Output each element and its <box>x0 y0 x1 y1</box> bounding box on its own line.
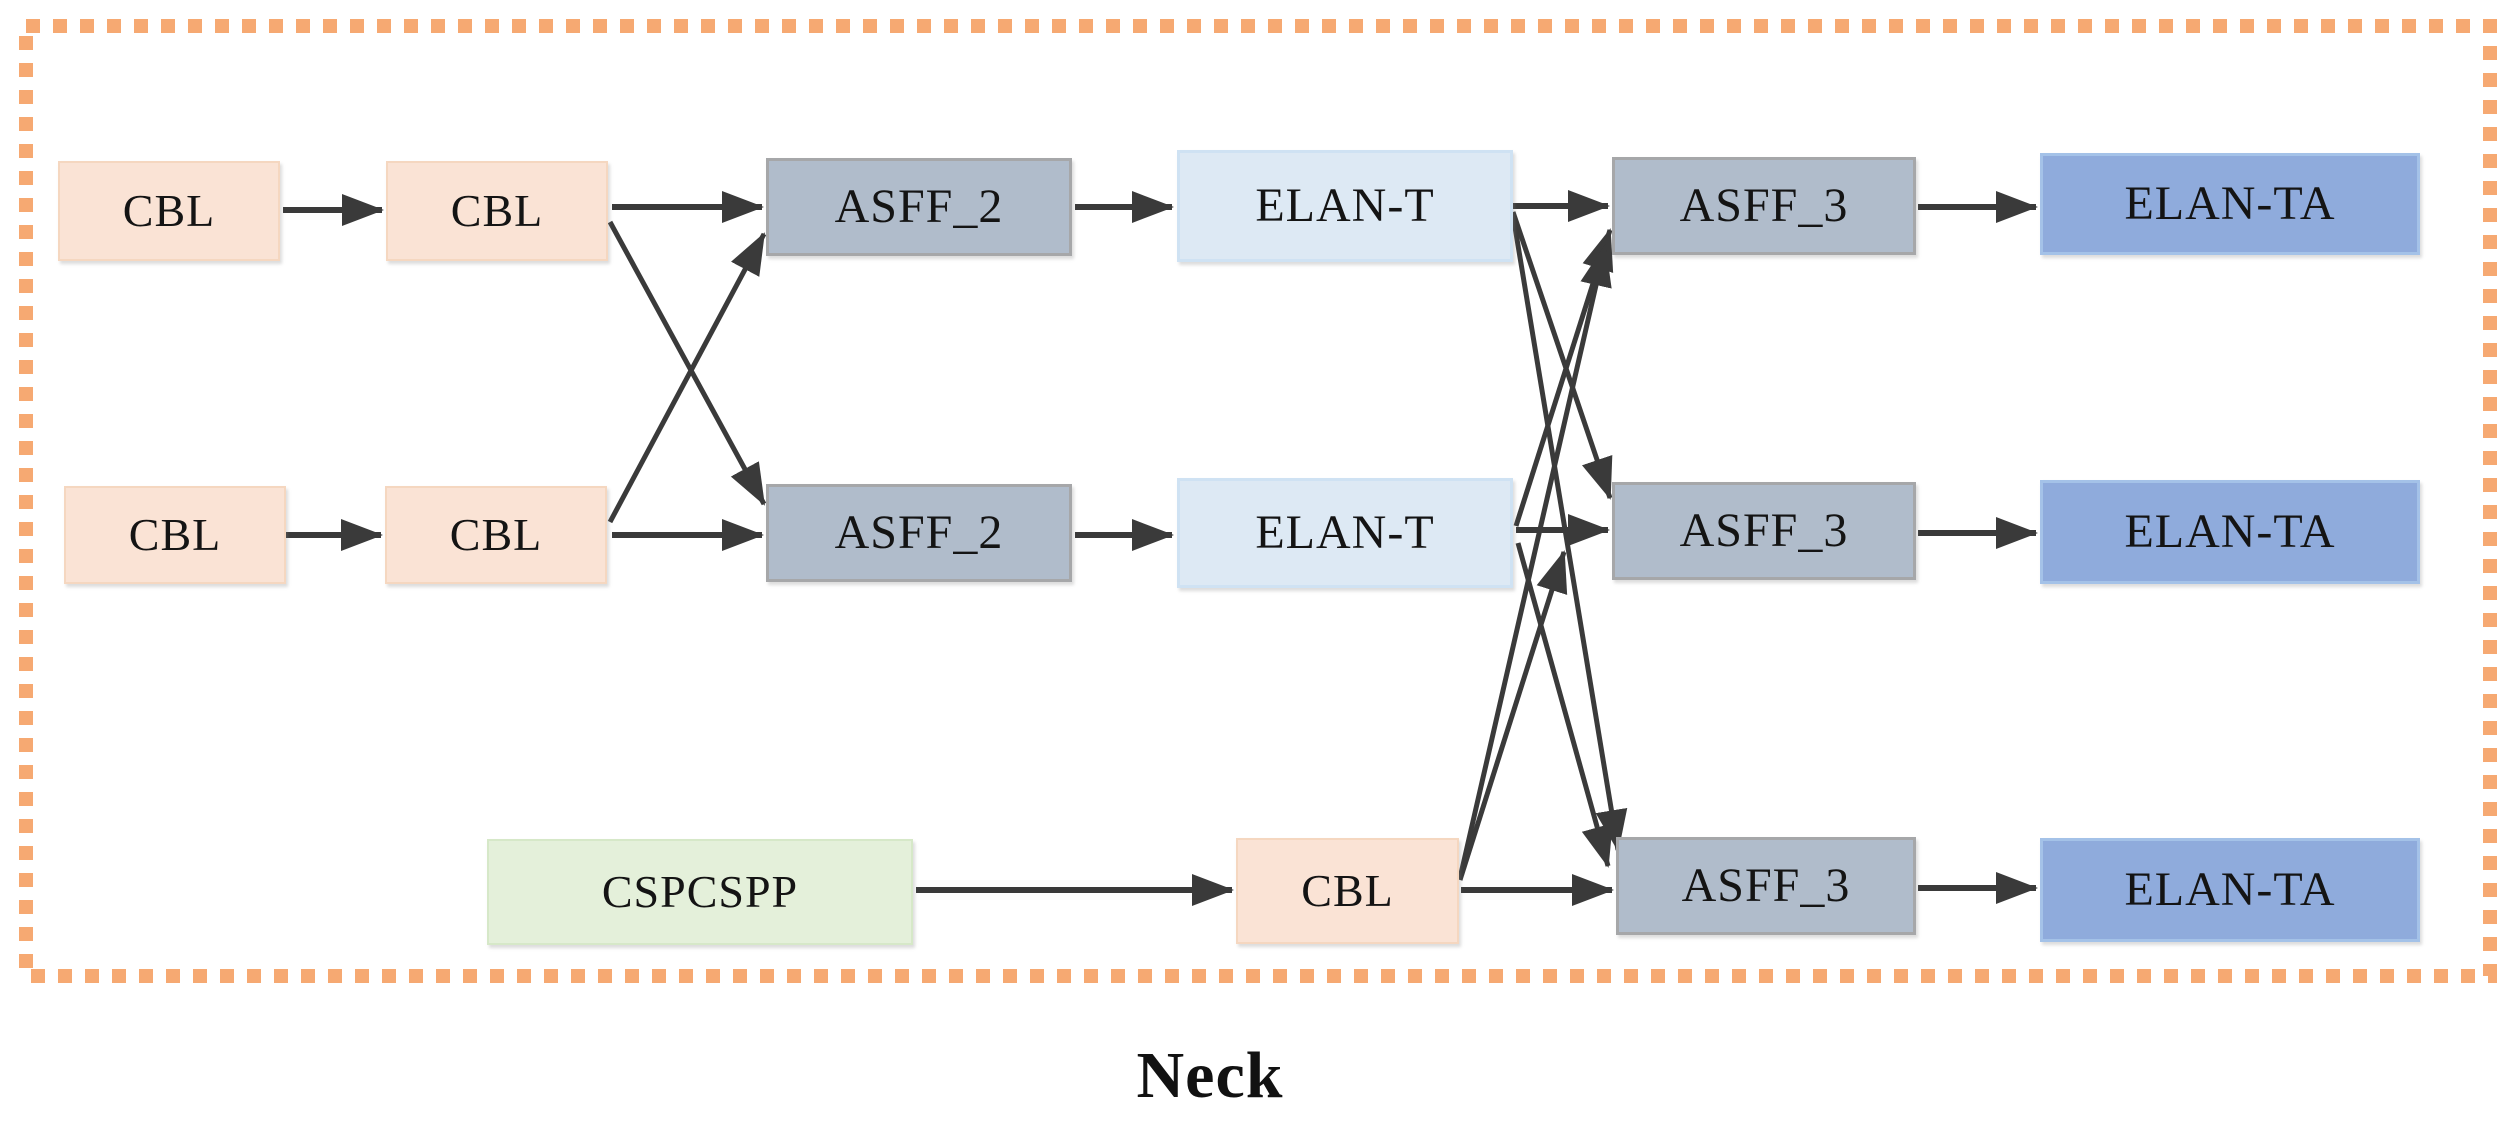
node-asff3-r1: ASFF_3 <box>1612 157 1916 255</box>
edge-elant-r1-to-asff3-r3 <box>1510 214 1628 852</box>
edge-cbl-r3-to-asff3-r1 <box>1457 244 1612 879</box>
node-asff2-r1: ASFF_2 <box>766 158 1072 256</box>
node-elant-r2: ELAN-T <box>1177 478 1513 588</box>
node-elant-r1: ELAN-T <box>1177 150 1513 262</box>
edge-cbl-r3-to-asff3-r2 <box>1457 550 1568 881</box>
node-cbl-r2-1: CBL <box>64 486 286 584</box>
node-cspcspp: CSPCSPP <box>487 839 913 945</box>
node-cbl-r2-2: CBL <box>385 486 607 584</box>
node-asff3-r2: ASFF_3 <box>1612 482 1916 580</box>
node-elanta-r3: ELAN-TA <box>2040 838 2420 942</box>
edge-elant-r2-to-asff3-r1 <box>1513 228 1614 527</box>
node-cbl-r1-2: CBL <box>386 161 608 261</box>
edge-elant-r2-to-asff3-r3 <box>1515 542 1613 868</box>
arrow-edges <box>283 190 2038 906</box>
node-cbl-r1-1: CBL <box>58 161 280 261</box>
edge-elant-r1-to-asff3-r2 <box>1510 211 1613 500</box>
edge-cbl-r1-2-to-asff2-r2 <box>607 220 767 506</box>
node-elanta-r2: ELAN-TA <box>2040 480 2420 584</box>
node-elanta-r1: ELAN-TA <box>2040 153 2420 255</box>
node-asff3-r3: ASFF_3 <box>1616 837 1916 935</box>
diagram-caption: Neck <box>1136 1039 1284 1112</box>
edge-cbl-r2-2-to-asff2-r1 <box>607 232 767 524</box>
node-asff2-r2: ASFF_2 <box>766 484 1072 582</box>
neck-boundary-dashed-border <box>19 19 2497 983</box>
node-cbl-r3: CBL <box>1236 838 1459 944</box>
